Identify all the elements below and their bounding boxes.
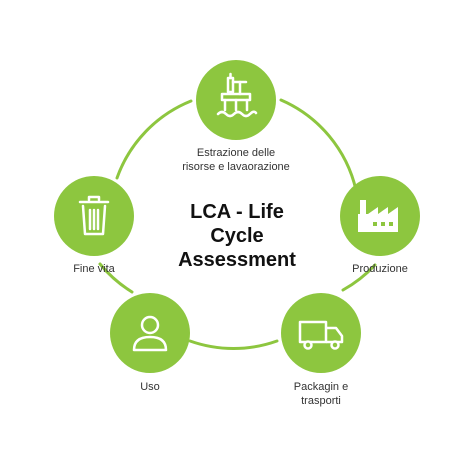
ring-arc-packaging-uso <box>188 339 279 350</box>
user-icon <box>132 315 168 352</box>
ring-arc-estrazione-produzione <box>279 98 358 192</box>
title-line-3: Assessment <box>178 249 296 271</box>
oil-rig-icon <box>216 72 258 118</box>
node-produzione <box>340 176 420 256</box>
ring-arc-fine-vita-estrazione <box>115 99 193 180</box>
truck-icon <box>298 320 344 350</box>
label-produzione-line-1: Produzione <box>352 263 408 275</box>
label-estrazione-line-1: Estrazione delle <box>196 147 276 159</box>
label-packaging-line-1: Packagin e <box>293 381 349 393</box>
node-fine-vita <box>54 176 134 256</box>
factory-icon <box>358 200 398 232</box>
ring-arc-uso-fine-vita <box>98 262 134 294</box>
label-packaging: Packagin e trasporti <box>271 380 371 408</box>
label-uso: Uso <box>110 380 190 394</box>
label-estrazione: Estrazione delle risorse e lavaorazione <box>166 146 306 174</box>
label-packaging-line-2: trasporti <box>301 395 341 407</box>
diagram-title: LCA - Life Cycle Assessment <box>147 200 327 272</box>
node-packaging-circle <box>281 293 361 373</box>
trash-icon <box>78 195 110 236</box>
node-packaging <box>281 293 361 373</box>
node-estrazione <box>196 60 276 140</box>
ring-arc-produzione-packaging <box>341 263 377 292</box>
label-fine-vita: Fine vita <box>54 262 134 276</box>
title-line-1: LCA - Life <box>190 201 284 223</box>
label-fine-vita-line-1: Fine vita <box>73 263 115 275</box>
node-uso <box>110 293 190 373</box>
title-line-2: Cycle <box>210 225 264 247</box>
label-estrazione-line-2: risorse e lavaorazione <box>182 161 290 173</box>
cycle-ring <box>98 98 377 350</box>
label-produzione: Produzione <box>330 262 430 276</box>
label-uso-line-1: Uso <box>140 381 160 393</box>
